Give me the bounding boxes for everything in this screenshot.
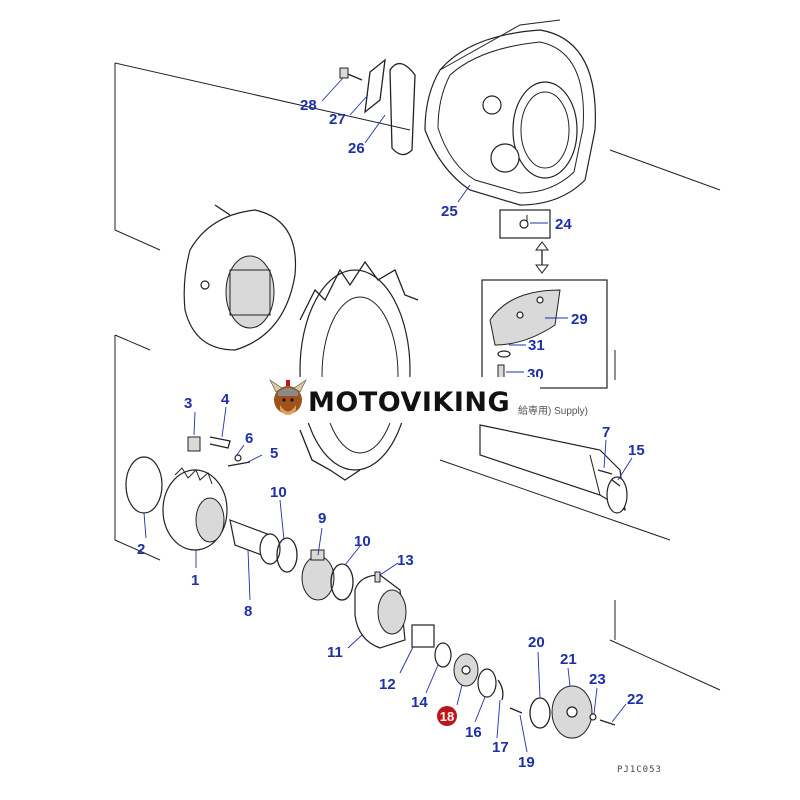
label-part-3[interactable]: 3 xyxy=(184,395,192,412)
guard-kit-box xyxy=(481,279,608,389)
bracket-3-4 xyxy=(187,436,251,467)
nut-18 xyxy=(453,653,479,687)
housing-11 xyxy=(354,574,407,649)
bushing-12 xyxy=(411,624,435,648)
pin-15 xyxy=(611,479,621,487)
label-part-4[interactable]: 4 xyxy=(221,391,230,408)
label-part-29[interactable]: 29 xyxy=(571,311,588,328)
hub-assembly xyxy=(183,204,297,351)
cover-21 xyxy=(551,685,593,739)
label-part-13[interactable]: 13 xyxy=(397,552,414,569)
sprocket-segment-ring xyxy=(299,260,419,481)
seal-9 xyxy=(301,549,335,601)
plate-16 xyxy=(477,668,497,698)
snap-ring-17 xyxy=(497,679,504,701)
label-part-6[interactable]: 6 xyxy=(245,430,253,447)
label-part-10-lower[interactable]: 10 xyxy=(354,533,371,550)
gear-1 xyxy=(162,467,228,551)
o-ring-10-b xyxy=(330,563,354,601)
o-ring-10-a xyxy=(276,537,298,573)
frame-lines xyxy=(114,62,721,691)
pin-7 xyxy=(597,469,613,475)
label-part-28[interactable]: 28 xyxy=(300,97,317,114)
label-part-15[interactable]: 15 xyxy=(628,442,645,459)
label-part-27[interactable]: 27 xyxy=(329,111,346,128)
interchange-arrow xyxy=(535,241,549,274)
label-part-14[interactable]: 14 xyxy=(411,694,428,711)
label-part-18[interactable]: 18 xyxy=(440,709,454,724)
label-part-16[interactable]: 16 xyxy=(465,724,482,741)
watermark-banner: MOTOVIKING xyxy=(262,377,540,423)
pin-13 xyxy=(374,571,381,583)
label-part-7[interactable]: 7 xyxy=(602,424,610,441)
washer-23 xyxy=(589,713,597,721)
label-part-11[interactable]: 11 xyxy=(327,644,343,661)
o-ring-20 xyxy=(529,697,551,729)
drawing-code: PJ1C053 xyxy=(617,765,662,775)
label-part-5[interactable]: 5 xyxy=(270,445,278,462)
label-part-1[interactable]: 1 xyxy=(191,572,199,589)
label-part-10-upper[interactable]: 10 xyxy=(270,484,287,501)
sleeve-8 xyxy=(229,519,281,565)
highlighted-part-18[interactable]: 18 xyxy=(437,706,457,726)
part-number-labels: 28 27 26 25 24 29 31 30 3 4 6 5 7 15 2 1… xyxy=(137,97,645,771)
label-part-19[interactable]: 19 xyxy=(518,754,535,771)
label-part-2[interactable]: 2 xyxy=(137,541,145,558)
label-part-24[interactable]: 24 xyxy=(555,216,572,233)
label-part-23[interactable]: 23 xyxy=(589,671,606,688)
label-part-9[interactable]: 9 xyxy=(318,510,326,527)
label-part-21[interactable]: 21 xyxy=(560,651,577,668)
gasket-plates-bolt xyxy=(339,58,416,156)
label-part-20[interactable]: 20 xyxy=(528,634,545,651)
label-part-22[interactable]: 22 xyxy=(627,691,644,708)
fitting-24-box xyxy=(499,209,551,239)
leader-lines xyxy=(143,77,633,753)
bolt-22 xyxy=(599,719,616,726)
label-part-12[interactable]: 12 xyxy=(379,676,396,693)
washer-14 xyxy=(434,642,452,668)
viking-logo-icon xyxy=(269,379,307,415)
brand-watermark: MOTOVIKING xyxy=(308,387,510,418)
label-part-17[interactable]: 17 xyxy=(492,739,509,756)
label-part-8[interactable]: 8 xyxy=(244,603,252,620)
final-drive-housing xyxy=(424,19,596,206)
label-part-26[interactable]: 26 xyxy=(348,140,365,157)
snap-ring-2 xyxy=(125,456,163,514)
supply-note: 給専用) Supply) xyxy=(518,404,588,417)
bolt-19 xyxy=(509,707,523,714)
label-part-25[interactable]: 25 xyxy=(441,203,458,220)
label-part-31[interactable]: 31 xyxy=(528,337,545,354)
axle-shaft xyxy=(479,424,628,514)
